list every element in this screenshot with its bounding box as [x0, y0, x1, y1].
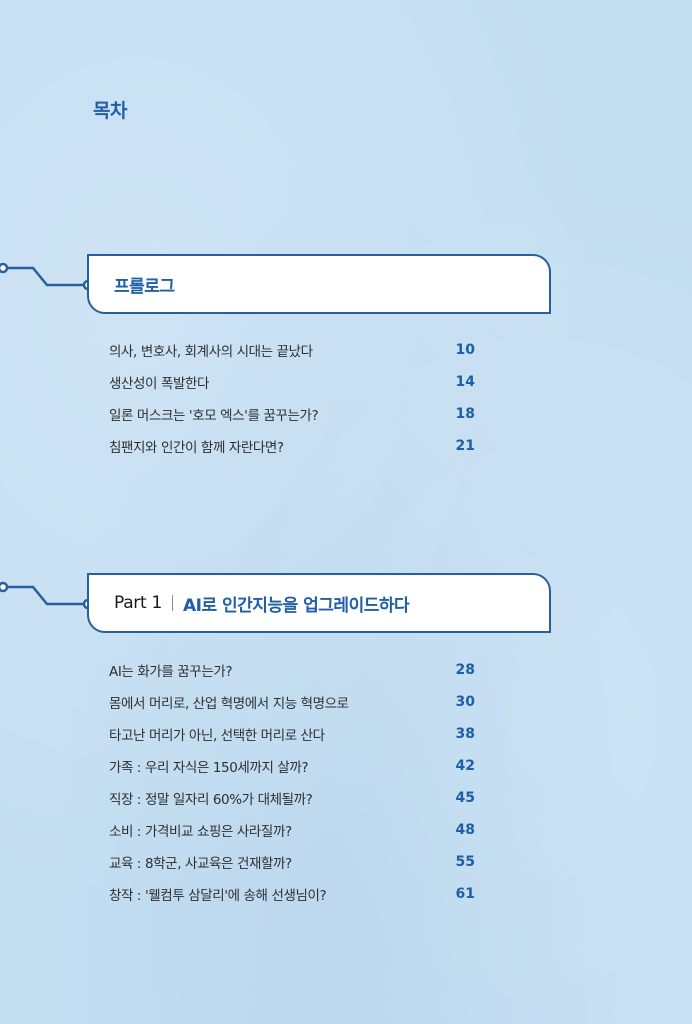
toc-entry-title: 의사, 변호사, 회계사의 시대는 끝났다 [109, 344, 313, 360]
toc-entry-title: 직장 : 정말 일자리 60%가 대체될까? [109, 792, 313, 808]
toc-entry[interactable]: 침팬지와 인간이 함께 자란다면? 21 [109, 430, 475, 462]
toc-list-part-1: AI는 화가를 꿈꾸는가? 28 몸에서 머리로, 산업 혁명에서 지능 혁명으로… [109, 654, 475, 910]
toc-entry[interactable]: 의사, 변호사, 회계사의 시대는 끝났다 10 [109, 334, 475, 366]
toc-entry[interactable]: AI는 화가를 꿈꾸는가? 28 [109, 654, 475, 686]
toc-entry-title: 침팬지와 인간이 함께 자란다면? [109, 440, 284, 456]
section-header-prologue: 프롤로그 [87, 254, 551, 314]
section-title: AI로 인간지능을 업그레이드하다 [182, 595, 410, 616]
toc-entry[interactable]: 소비 : 가격비교 쇼핑은 사라질까? 48 [109, 814, 475, 846]
toc-entry-page: 42 [455, 758, 475, 774]
part-label: Part 1 [114, 593, 162, 613]
toc-entry[interactable]: 생산성이 폭발한다 14 [109, 366, 475, 398]
toc-entry[interactable]: 몸에서 머리로, 산업 혁명에서 지능 혁명으로 30 [109, 686, 475, 718]
toc-entry-title: 소비 : 가격비교 쇼핑은 사라질까? [109, 824, 292, 840]
page-title: 목차 [93, 100, 127, 122]
toc-entry-title: 일론 머스크는 '호모 엑스'를 꿈꾸는가? [109, 408, 319, 424]
toc-list-prologue: 의사, 변호사, 회계사의 시대는 끝났다 10 생산성이 폭발한다 14 일론 머… [109, 334, 475, 462]
toc-entry[interactable]: 직장 : 정말 일자리 60%가 대체될까? 45 [109, 782, 475, 814]
toc-entry-page: 61 [455, 886, 475, 902]
toc-entry[interactable]: 가족 : 우리 자식은 150세까지 살까? 42 [109, 750, 475, 782]
toc-entry[interactable]: 교육 : 8학군, 사교육은 건재할까? 55 [109, 846, 475, 878]
toc-entry[interactable]: 창작 : '웰컴투 삼달리'에 송해 선생님이? 61 [109, 878, 475, 910]
toc-entry-title: 창작 : '웰컴투 삼달리'에 송해 선생님이? [109, 888, 327, 904]
toc-entry-title: 가족 : 우리 자식은 150세까지 살까? [109, 760, 309, 776]
toc-entry-page: 10 [455, 342, 475, 358]
toc-entry-page: 30 [455, 694, 475, 710]
toc-entry[interactable]: 일론 머스크는 '호모 엑스'를 꿈꾸는가? 18 [109, 398, 475, 430]
section-header-part-1: Part 1 AI로 인간지능을 업그레이드하다 [87, 573, 551, 633]
circuit-connector-icon [0, 581, 94, 610]
toc-entry-page: 55 [455, 854, 475, 870]
toc-entry-page: 14 [455, 374, 475, 390]
section-title: 프롤로그 [114, 276, 175, 297]
toc-entry-page: 45 [455, 790, 475, 806]
toc-entry-page: 28 [455, 662, 475, 678]
toc-entry-page: 21 [455, 438, 475, 454]
toc-entry-page: 18 [455, 406, 475, 422]
toc-entry-title: 몸에서 머리로, 산업 혁명에서 지능 혁명으로 [109, 696, 349, 712]
toc-entry[interactable]: 타고난 머리가 아닌, 선택한 머리로 산다 38 [109, 718, 475, 750]
toc-entry-title: 타고난 머리가 아닌, 선택한 머리로 산다 [109, 728, 325, 744]
toc-entry-title: 생산성이 폭발한다 [109, 376, 210, 392]
toc-entry-page: 48 [455, 822, 475, 838]
toc-entry-page: 38 [455, 726, 475, 742]
toc-entry-title: AI는 화가를 꿈꾸는가? [109, 664, 233, 680]
circuit-connector-icon [0, 262, 94, 291]
part-divider [171, 595, 173, 611]
toc-entry-title: 교육 : 8학군, 사교육은 건재할까? [109, 856, 292, 872]
